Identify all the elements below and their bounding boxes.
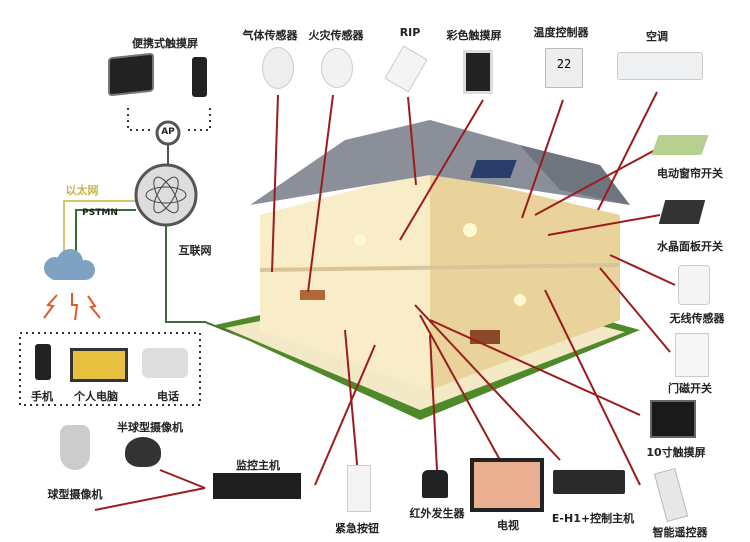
curtain-switch-icon xyxy=(651,135,709,155)
tablet-icon xyxy=(108,52,154,97)
wireless-sensor-label: 无线传感器 xyxy=(669,312,725,325)
mobile-phone-icon xyxy=(35,344,51,380)
half-dome-camera-icon xyxy=(125,437,161,467)
dome-camera-label: 球型摄像机 xyxy=(47,488,103,501)
ap-label: AP xyxy=(161,127,175,137)
pstmn-label: PSTMN xyxy=(82,208,118,218)
ethernet-label: 以太网 xyxy=(65,184,99,197)
telephone-label: 电话 xyxy=(157,390,179,403)
controller-host-label: E-H1+控制主机 xyxy=(551,512,635,525)
touchscreen-10in-label: 10寸触摸屏 xyxy=(646,446,706,459)
temperature-controller-icon: 22 xyxy=(545,48,583,88)
gas-sensor-label: 气体传感器 xyxy=(242,29,298,42)
ap-icon xyxy=(155,120,181,146)
terminal-group-box xyxy=(19,332,201,406)
ap-dotted-link xyxy=(127,108,211,131)
tv-label: 电视 xyxy=(497,519,519,532)
smart-remote-label: 智能遥控器 xyxy=(652,526,708,539)
fire-sensor-label: 火灾传感器 xyxy=(308,29,364,42)
tv-icon xyxy=(470,458,544,512)
monitor-host-label: 监控主机 xyxy=(236,459,280,472)
ir-emitter-label: 红外发生器 xyxy=(409,507,465,520)
curtain-switch-label: 电动窗帘开关 xyxy=(657,167,723,180)
internet-line xyxy=(165,225,251,341)
pc-icon xyxy=(70,348,128,382)
color-touchscreen-icon xyxy=(463,50,493,94)
portable-touchscreen-label: 便携式触摸屏 xyxy=(132,37,198,50)
pstmn-line xyxy=(75,209,136,255)
dome-camera-icon xyxy=(60,425,90,470)
color-touchscreen-label: 彩色触摸屏 xyxy=(446,29,502,42)
internet-label: 互联网 xyxy=(178,244,212,257)
internet-globe-icon xyxy=(134,163,198,227)
touchscreen-10in-icon xyxy=(650,400,696,438)
cloud-icon xyxy=(44,249,95,280)
pc-label: 个人电脑 xyxy=(74,390,118,403)
rip-label: RIP xyxy=(399,26,421,39)
telephone-icon xyxy=(142,348,188,378)
ethernet-line xyxy=(63,200,136,255)
door-sensor-label: 门磁开关 xyxy=(668,382,712,395)
half-dome-camera-label: 半球型摄像机 xyxy=(117,421,183,434)
mobile-label: 手机 xyxy=(31,390,53,403)
ir-emitter-icon xyxy=(422,470,448,498)
device-connector-lines xyxy=(94,91,676,511)
gas-sensor-icon xyxy=(262,47,294,89)
temperature-controller-label: 温度控制器 xyxy=(533,26,589,39)
crystal-panel-switch-label: 水晶面板开关 xyxy=(657,240,723,253)
wireless-signal-icons xyxy=(43,293,101,321)
handheld-screen-icon xyxy=(192,57,207,97)
fire-sensor-icon xyxy=(321,48,353,88)
monitor-host-icon xyxy=(213,473,301,499)
house-illustration xyxy=(215,120,640,420)
air-conditioner-icon xyxy=(617,52,703,80)
controller-host-icon xyxy=(553,470,625,494)
air-conditioner-label: 空调 xyxy=(646,30,668,43)
wireless-sensor-icon xyxy=(678,265,710,305)
crystal-panel-icon xyxy=(658,200,706,224)
emergency-button-label: 紧急按钮 xyxy=(335,522,379,535)
door-sensor-icon xyxy=(675,333,709,377)
emergency-button-icon xyxy=(347,465,371,512)
